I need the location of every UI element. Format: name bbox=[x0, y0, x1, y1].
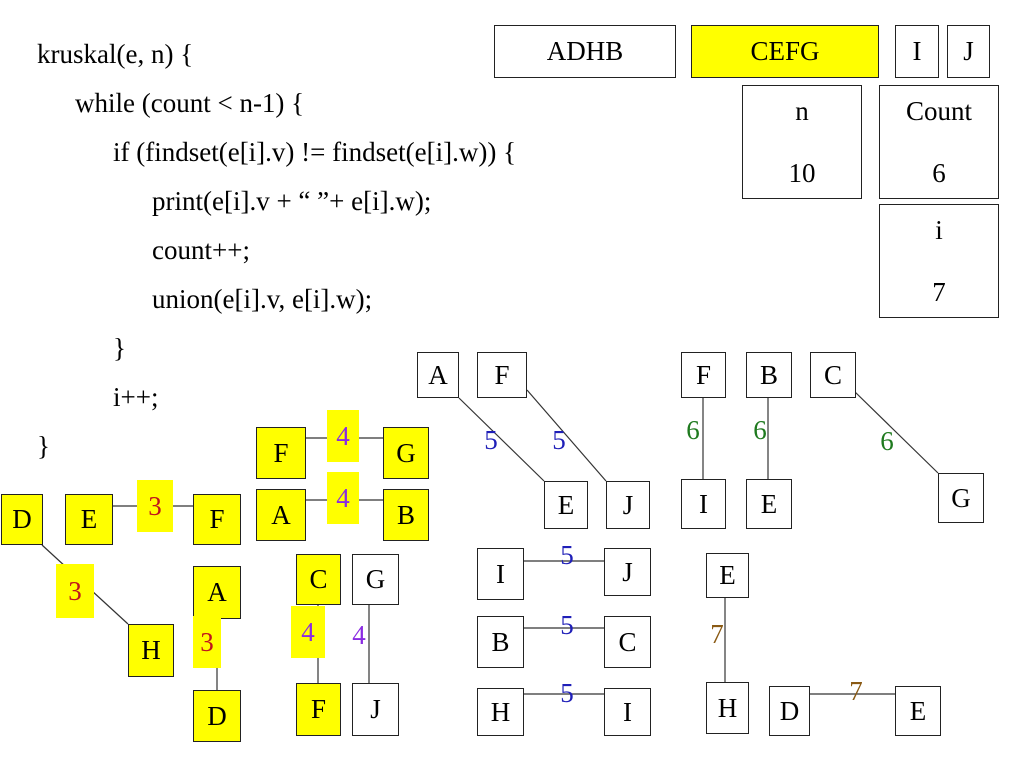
variable-label: i bbox=[935, 215, 943, 245]
graph-node: G bbox=[383, 427, 429, 479]
graph-node: F bbox=[193, 494, 241, 545]
code-line: if (findset(e[i].v) != findset(e[i].w)) … bbox=[113, 137, 517, 167]
variable-label: Count bbox=[905, 96, 972, 126]
graph-node: B bbox=[746, 352, 792, 398]
edge-weight: 5 bbox=[484, 425, 498, 455]
variable-value: 7 bbox=[932, 277, 946, 307]
edge-weight: 5 bbox=[560, 678, 574, 708]
graph-node: A bbox=[417, 352, 459, 398]
edge-weight: 4 bbox=[327, 472, 359, 524]
edge-weight: 5 bbox=[552, 425, 566, 455]
graph-node: E bbox=[544, 481, 588, 529]
graph-node: E bbox=[706, 553, 749, 598]
graph-node: I bbox=[681, 479, 726, 529]
graph-node: J bbox=[604, 548, 651, 596]
graph-node: E bbox=[65, 494, 113, 545]
edge-weight: 7 bbox=[849, 676, 863, 706]
variable-count: Count 6 bbox=[879, 85, 999, 199]
graph-node: H bbox=[128, 624, 174, 677]
edge-weight: 4 bbox=[327, 410, 359, 462]
graph-node: E bbox=[746, 479, 792, 529]
code-line: } bbox=[113, 333, 126, 363]
graph-node: F bbox=[256, 427, 306, 479]
graph-node: C bbox=[296, 554, 341, 605]
variable-i: i 7 bbox=[879, 204, 999, 318]
graph-node: C bbox=[810, 352, 856, 398]
code-line: while (count < n-1) { bbox=[75, 88, 305, 118]
code-line: kruskal(e, n) { bbox=[37, 39, 194, 69]
set-box: J bbox=[947, 25, 990, 78]
graph-node: I bbox=[477, 548, 524, 600]
edge-weight: 3 bbox=[56, 564, 94, 618]
edge-weight: 3 bbox=[193, 616, 221, 668]
edge-weight: 6 bbox=[753, 415, 767, 445]
edge-weight: 5 bbox=[560, 610, 574, 640]
graph-node: G bbox=[352, 554, 399, 605]
edge-weight: 3 bbox=[137, 480, 173, 532]
graph-node: J bbox=[352, 683, 399, 736]
set-box: ADHB bbox=[494, 25, 676, 78]
variable-label: n bbox=[795, 96, 809, 126]
graph-node: D bbox=[1, 494, 43, 545]
graph-node: J bbox=[606, 481, 650, 529]
graph-node: F bbox=[681, 352, 726, 398]
graph-node: H bbox=[706, 682, 749, 734]
edge-weight: 6 bbox=[686, 415, 700, 445]
code-line: print(e[i].v + “ ”+ e[i].w); bbox=[152, 186, 432, 216]
code-line: union(e[i].v, e[i].w); bbox=[152, 284, 373, 314]
edge-weight: 6 bbox=[880, 426, 894, 456]
graph-node: D bbox=[193, 690, 241, 742]
code-line: count++; bbox=[152, 235, 250, 265]
variable-n: n 10 bbox=[742, 85, 862, 199]
set-box-highlighted: CEFG bbox=[691, 25, 879, 78]
code-line: i++; bbox=[113, 382, 159, 412]
graph-node: E bbox=[895, 686, 941, 736]
code-line: } bbox=[37, 431, 50, 461]
graph-node: A bbox=[256, 489, 306, 541]
graph-node: C bbox=[604, 616, 651, 668]
set-box: I bbox=[895, 25, 939, 78]
graph-node: F bbox=[296, 683, 341, 736]
graph-node: B bbox=[383, 489, 429, 541]
graph-node: A bbox=[193, 566, 241, 619]
kruskal-code: kruskal(e, n) { while (count < n-1) { if… bbox=[0, 0, 516, 490]
edge-weight: 4 bbox=[352, 620, 366, 650]
variable-value: 6 bbox=[932, 158, 946, 188]
graph-node: B bbox=[477, 616, 524, 668]
graph-node: G bbox=[938, 473, 984, 523]
variable-value: 10 bbox=[788, 158, 816, 188]
edge-weight: 7 bbox=[710, 619, 724, 649]
graph-node: D bbox=[769, 686, 810, 736]
edge-weight: 5 bbox=[560, 540, 574, 570]
graph-node: F bbox=[477, 352, 527, 398]
graph-node: I bbox=[604, 688, 651, 736]
graph-node: H bbox=[477, 688, 524, 736]
edge-weight: 4 bbox=[291, 606, 325, 658]
